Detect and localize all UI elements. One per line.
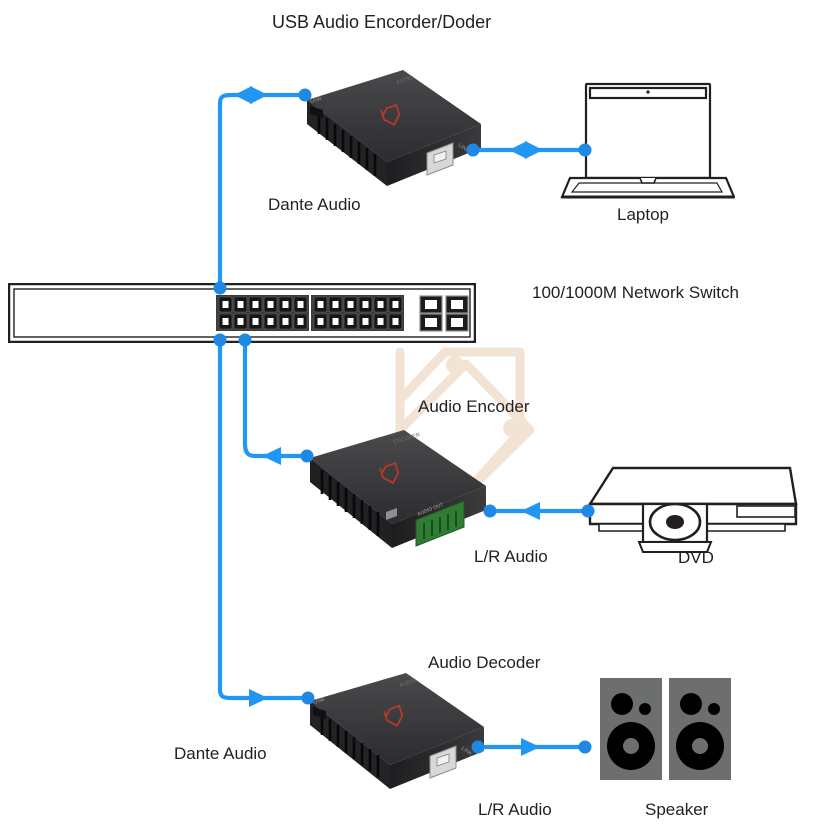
speaker-right[interactable] bbox=[669, 678, 731, 780]
label-dante-audio-bottom: Dante Audio bbox=[174, 744, 267, 763]
wire-switch-to-audio-decoder bbox=[213, 333, 315, 707]
phoenix-terminal-icon: AUDIO OUT bbox=[415, 500, 465, 547]
wire-audio-decoder-to-speaker bbox=[471, 738, 592, 756]
label-dante-audio-top: Dante Audio bbox=[268, 195, 361, 214]
dvd-tray[interactable] bbox=[637, 502, 713, 553]
device-dvd-player[interactable] bbox=[585, 462, 800, 557]
device-audio-decoder[interactable]: USB LINK AUDIO bbox=[298, 665, 498, 805]
label-laptop: Laptop bbox=[617, 205, 669, 224]
brand-logo-icon bbox=[383, 704, 404, 727]
label-audio-encoder: Audio Encoder bbox=[418, 397, 530, 416]
wire-audio-encoder-to-switch bbox=[238, 333, 314, 465]
svg-text:LINK: LINK bbox=[460, 746, 474, 758]
wire-dvd-to-audio-encoder bbox=[483, 502, 595, 520]
device-laptop[interactable] bbox=[560, 80, 735, 205]
device-speaker-pair[interactable] bbox=[598, 676, 743, 786]
label-top-title: USB Audio Encorder/Doder bbox=[272, 12, 492, 32]
label-audio-decoder: Audio Decoder bbox=[428, 653, 541, 672]
brand-logo-icon bbox=[379, 462, 400, 485]
switch-rj45-ports[interactable] bbox=[218, 296, 403, 330]
wire-usb-encoder-to-laptop bbox=[466, 141, 592, 159]
usb-port-icon: USB bbox=[313, 697, 326, 719]
device-audio-encoder[interactable]: AUDIO OUT ENCODER bbox=[298, 424, 498, 564]
svg-text:AUDIO: AUDIO bbox=[396, 75, 415, 86]
rj45-port-icon: LINK bbox=[426, 142, 471, 176]
rj45-port-icon bbox=[386, 508, 397, 520]
label-dvd: DVD bbox=[678, 548, 714, 567]
webcam-icon bbox=[646, 90, 650, 94]
speaker-left[interactable] bbox=[600, 678, 662, 780]
device-network-switch[interactable] bbox=[8, 283, 476, 343]
rj45-port-icon: LINK bbox=[429, 745, 474, 779]
label-lr-audio-encoder: L/R Audio bbox=[474, 547, 548, 566]
brand-logo-icon bbox=[380, 103, 401, 126]
label-network-switch: 100/1000M Network Switch bbox=[532, 283, 739, 302]
label-lr-audio-decoder: L/R Audio bbox=[478, 800, 552, 819]
svg-text:AUDIO: AUDIO bbox=[399, 678, 418, 689]
usb-port-icon: USB bbox=[310, 96, 323, 118]
wire-switch-to-usb-encoder bbox=[213, 86, 312, 295]
svg-text:USB: USB bbox=[313, 697, 326, 706]
switch-sfp-ports[interactable] bbox=[419, 295, 469, 332]
device-usb-audio-encoder-decoder[interactable]: USB LINK AUDIO bbox=[295, 62, 490, 197]
label-speaker: Speaker bbox=[645, 800, 709, 819]
svg-text:USB: USB bbox=[310, 96, 323, 105]
svg-text:LINK: LINK bbox=[457, 143, 471, 155]
